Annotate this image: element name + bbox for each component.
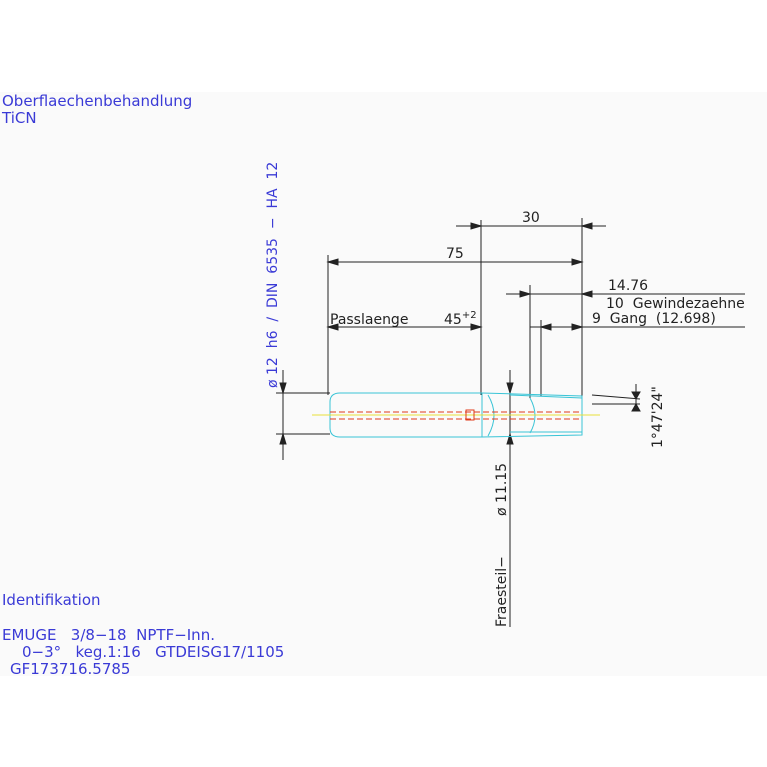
fit-length-value: 45+2 [444,310,477,328]
thread-gang-label: 9 Gang (12.698) [592,311,716,327]
coolant-marker [465,409,475,421]
thread-length-label: 30 [522,210,540,226]
identification-line-2: 0−3° keg.1:16 GTDEISG17/1105 [22,643,284,661]
fit-length-label: Passlaenge [330,312,408,328]
taper-angle-label: 1°47'24" [650,386,666,448]
milled-part-label: Fraesteil− [494,556,510,627]
thread-teeth-label: 10 Gewindezaehne [606,296,745,312]
surface-treatment-value: TiCN [1,109,37,127]
dimension-lines [276,218,745,627]
drawing-sheet [0,92,767,676]
identification-heading: Identifikation [2,591,101,609]
total-length-label: 75 [446,246,464,262]
coolant-channel [330,411,582,420]
pitch-length-label: 14.76 [608,278,648,294]
identification-line-3: GF173716.5785 [10,660,130,678]
surface-treatment-heading: Oberflaechenbehandlung [2,92,192,110]
milled-diameter-label: ø 11.15 [494,463,510,516]
fit-length-tolerance: +2 [462,310,477,321]
diameter-din-label: ø 12 h6 / DIN 6535 − HA 12 [265,162,281,388]
identification-line-1: EMUGE 3/8−18 NPTF−Inn. [2,626,215,644]
